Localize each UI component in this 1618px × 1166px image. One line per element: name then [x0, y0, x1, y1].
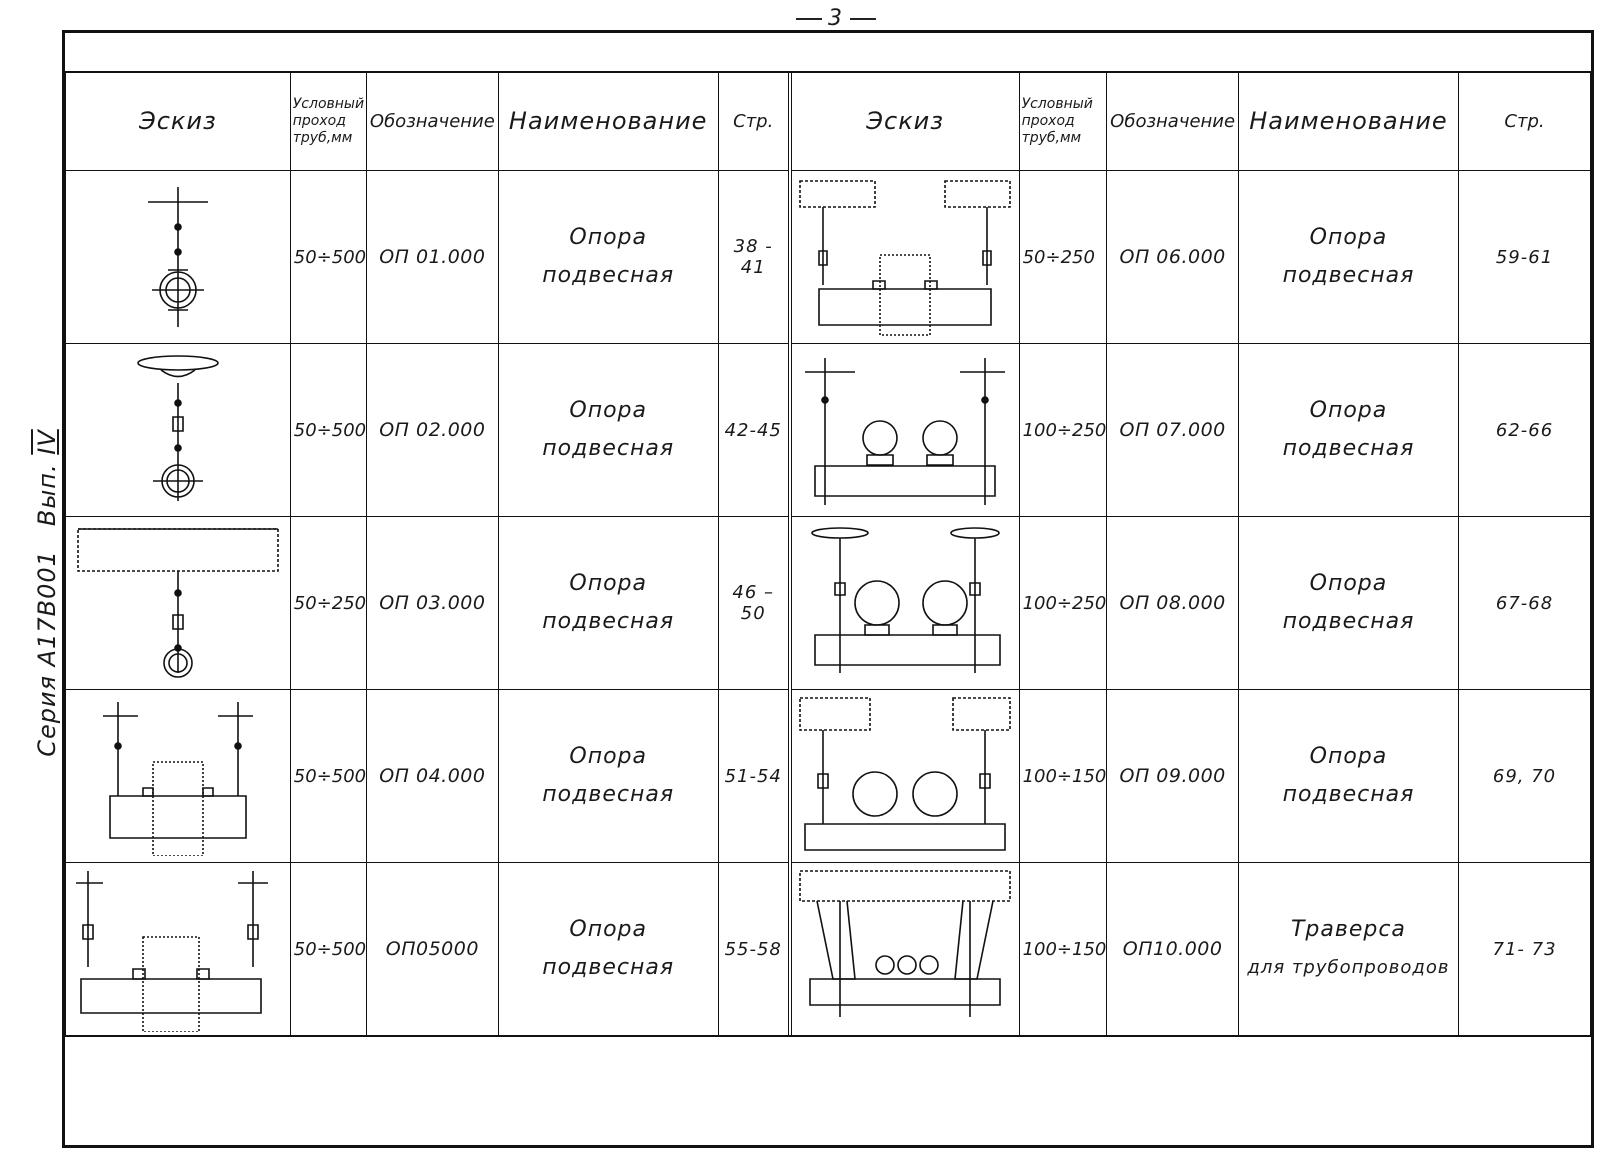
- designation: ОП 02.000: [366, 343, 499, 517]
- designation: ОП05000: [366, 862, 499, 1036]
- page-range: 38 - 41: [717, 170, 791, 344]
- page-range: 69, 70: [1458, 689, 1591, 863]
- page-range: 51-54: [717, 689, 791, 863]
- designation: ОП10.000: [1106, 862, 1239, 1036]
- dn-range: 50÷250: [1018, 170, 1108, 344]
- issue-label: Вып.: [33, 463, 61, 527]
- page-number: 3: [790, 6, 882, 31]
- two-pipe-trapeze-plate-icon: [787, 516, 1020, 690]
- designation: ОП 08.000: [1106, 516, 1239, 690]
- col-name-left: Наименование: [497, 71, 719, 171]
- dn-range: 50÷500: [289, 862, 368, 1036]
- page-range: 71- 73: [1458, 862, 1591, 1036]
- col-sketch-left: Эскиз: [65, 71, 291, 171]
- slab-trapeze-icon: [787, 170, 1020, 344]
- dn-range: 50÷500: [289, 689, 368, 863]
- col-sketch-right: Эскиз: [787, 71, 1020, 171]
- two-pipe-trapeze-icon: [787, 343, 1020, 517]
- page-range: 62-66: [1458, 343, 1591, 517]
- dn-range: 50÷500: [289, 343, 368, 517]
- double-rod-trapeze-icon: [65, 689, 291, 863]
- series-text: Серия А17В001: [33, 550, 61, 757]
- issue-number: IV: [33, 429, 61, 455]
- col-designation-right: Обозначение: [1106, 71, 1239, 171]
- dn-range: 100÷150: [1018, 689, 1108, 863]
- double-rod-trapeze-turnbuckle-icon: [65, 862, 291, 1036]
- page-range: 42-45: [717, 343, 791, 517]
- page-range: 59-61: [1458, 170, 1591, 344]
- dn-range: 100÷150: [1018, 862, 1108, 1036]
- designation: ОП 01.000: [366, 170, 499, 344]
- page-range: 55-58: [717, 862, 791, 1036]
- rod-hanger-with-turnbuckle-icon: [65, 343, 291, 517]
- series-label: Серия А17В001 Вып. IV: [33, 429, 61, 757]
- designation: ОП 04.000: [366, 689, 499, 863]
- dn-range: 50÷250: [289, 516, 368, 690]
- col-page-right: Стр.: [1458, 71, 1591, 171]
- dn-range: 50÷500: [289, 170, 368, 344]
- dn-range: 100÷250: [1018, 516, 1108, 690]
- col-page-left: Стр.: [717, 71, 791, 171]
- designation: ОП 07.000: [1106, 343, 1239, 517]
- designation: ОП 03.000: [366, 516, 499, 690]
- two-pipe-slab-trapeze-icon: [787, 689, 1020, 863]
- title-strip: [65, 33, 1591, 73]
- traverse-icon: [787, 862, 1020, 1036]
- footer-strip: [65, 1035, 1591, 1038]
- page-range: 46 – 50: [717, 516, 791, 690]
- page-range: 67-68: [1458, 516, 1591, 690]
- single-rod-hanger-icon: [65, 170, 291, 344]
- col-name-right: Наименование: [1237, 71, 1460, 171]
- designation: ОП 06.000: [1106, 170, 1239, 344]
- dn-range: 100÷250: [1018, 343, 1108, 517]
- designation: ОП 09.000: [1106, 689, 1239, 863]
- slab-mounted-hanger-icon: [65, 516, 291, 690]
- col-designation-left: Обозначение: [366, 71, 499, 171]
